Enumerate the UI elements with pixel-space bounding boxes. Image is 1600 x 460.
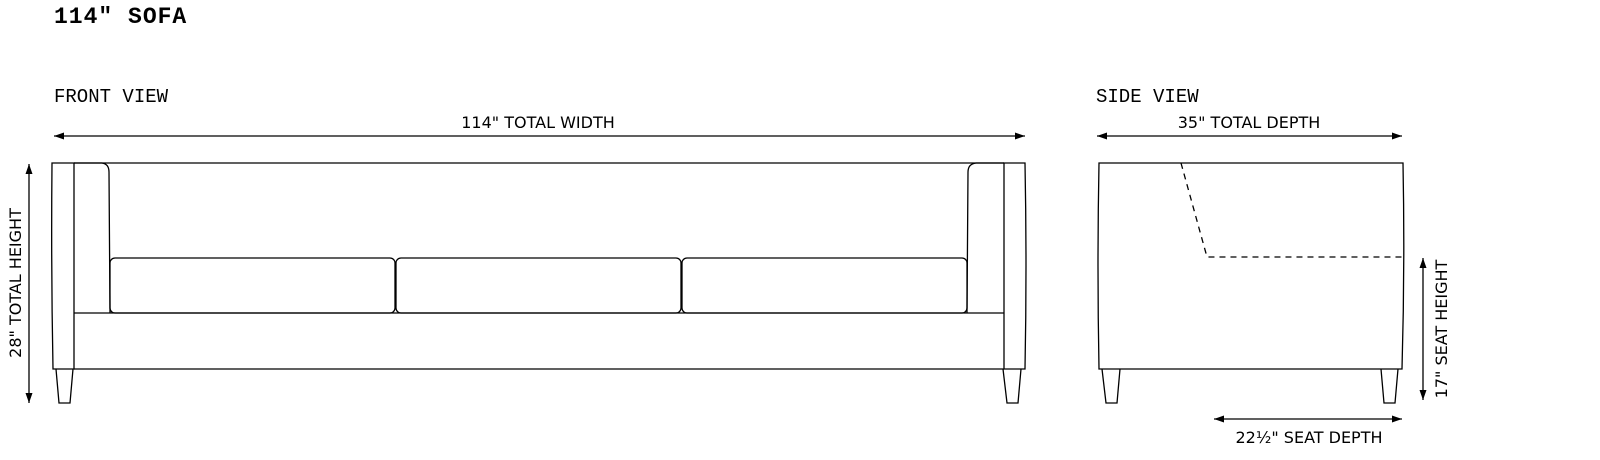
seat-profile-dashed [1180, 162, 1403, 258]
total-height-label: 28" TOTAL HEIGHT [6, 208, 25, 358]
front-view [25, 132, 1027, 404]
seat-cushion-middle [395, 257, 682, 314]
front-left-leg [55, 368, 74, 404]
right-inner-arm [966, 162, 1004, 314]
page-title: 114″ SOFA [54, 4, 188, 30]
left-arm [51, 162, 75, 370]
side-right-leg [1380, 368, 1399, 404]
side-left-leg [1101, 368, 1121, 404]
side-view-label: SIDE VIEW [1096, 86, 1199, 108]
total-depth-label: 35" TOTAL DEPTH [1178, 113, 1321, 132]
total-width-label: 114" TOTAL WIDTH [461, 113, 615, 132]
front-view-label: FRONT VIEW [54, 86, 169, 108]
seat-cushion-right [681, 257, 968, 314]
front-right-leg [1002, 368, 1022, 404]
left-inner-arm [74, 162, 111, 314]
seat-cushion-left [109, 257, 396, 314]
seat-depth-label: 22½" SEAT DEPTH [1235, 428, 1382, 447]
side-view [1097, 132, 1427, 423]
seat-height-label: 17" SEAT HEIGHT [1432, 259, 1451, 398]
right-arm [1003, 162, 1027, 370]
side-body [1097, 162, 1405, 370]
